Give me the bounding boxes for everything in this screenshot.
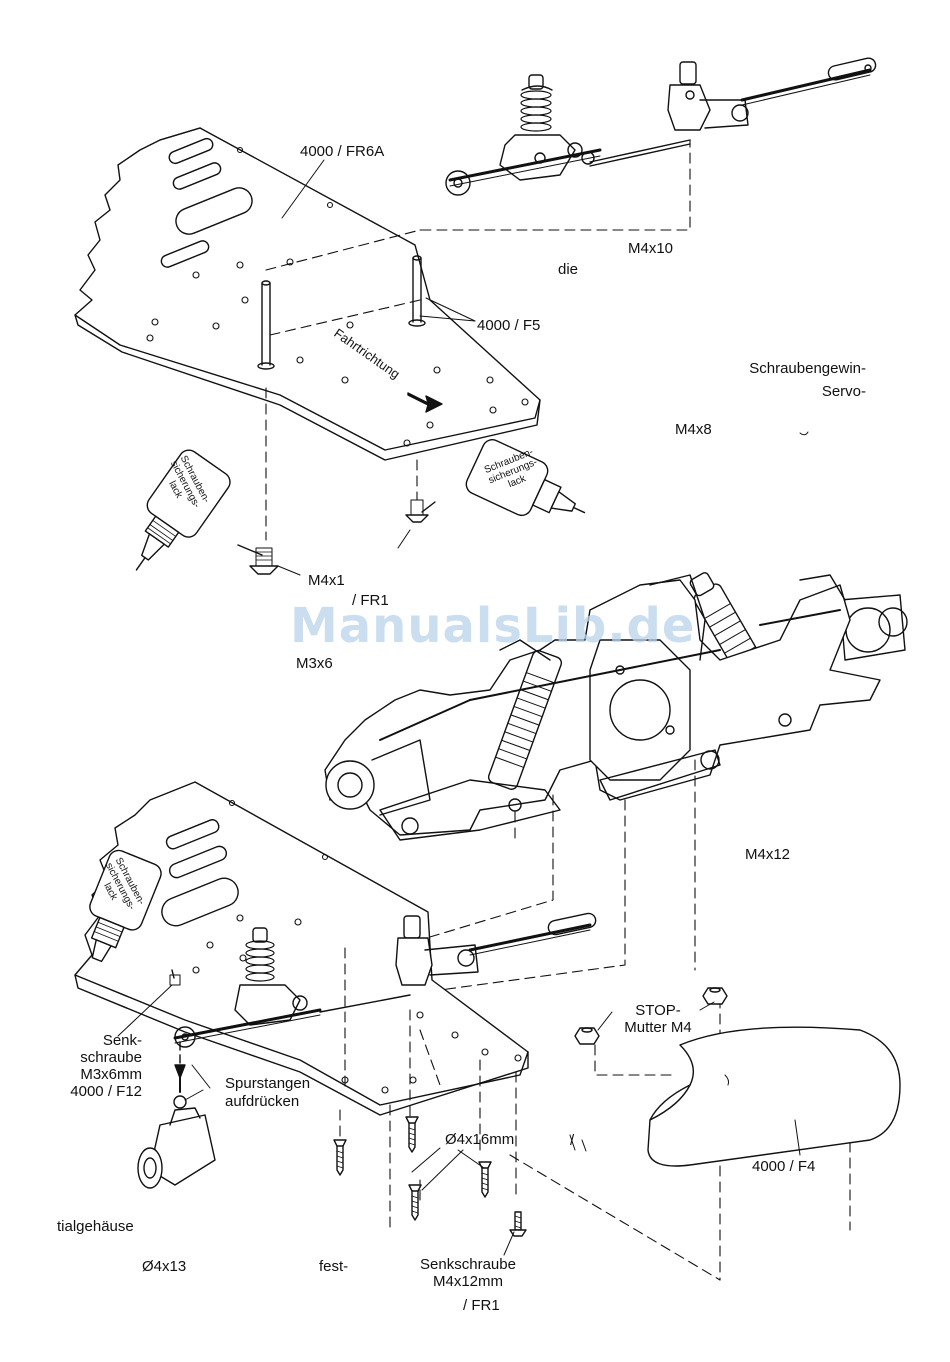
label-f4: 4000 / F4: [752, 1158, 816, 1175]
threadlock-bottle-bottom: [89, 849, 181, 986]
drivetrain-assembly: [324, 572, 908, 841]
stop-nuts: [574, 987, 728, 1045]
front-bumper: [647, 1026, 901, 1167]
threadlock-bottle-left: [135, 449, 263, 571]
label-d4x13: Ø4x13: [142, 1258, 187, 1275]
label-slash: /: [570, 1132, 575, 1149]
label-fr1-top: / FR1: [352, 592, 389, 609]
top-steering-assembly: [445, 57, 877, 196]
label-m4x10: M4x10: [628, 240, 674, 257]
watermark: ManualsLib.de: [290, 598, 696, 654]
top-chassis-plate: [74, 127, 541, 461]
label-chassis-top: 4000 / FR6A: [300, 143, 385, 160]
label-m4x12: M4x12: [745, 846, 791, 863]
label-schraubengewin: Schraubengewin-: [749, 360, 866, 377]
label-stop-mutter: STOP-Mutter M4: [624, 1002, 692, 1036]
screw-top-left: [249, 547, 301, 576]
threadlock-bottle-right: [421, 439, 586, 517]
label-d4x16: Ø4x16mm: [445, 1131, 515, 1148]
label-fest: fest-: [319, 1258, 349, 1275]
label-die: die: [558, 261, 579, 278]
screw-top-right: [397, 499, 429, 549]
steering-knuckle: [137, 1041, 216, 1189]
label-posts: 4000 / F5: [477, 317, 541, 334]
label-fr1-bottom: / FR1: [463, 1297, 500, 1314]
label-servo: Servo-: [821, 383, 866, 400]
label-m4x1: M4x1: [308, 572, 345, 589]
label-m3x6: M3x6: [296, 655, 333, 672]
label-m4x8: M4x8: [675, 421, 712, 438]
screws-bottom: [333, 1116, 527, 1256]
bottom-chassis-plate: [74, 781, 597, 1116]
label-tialgehaeuse: tialgehäuse: [57, 1218, 134, 1235]
